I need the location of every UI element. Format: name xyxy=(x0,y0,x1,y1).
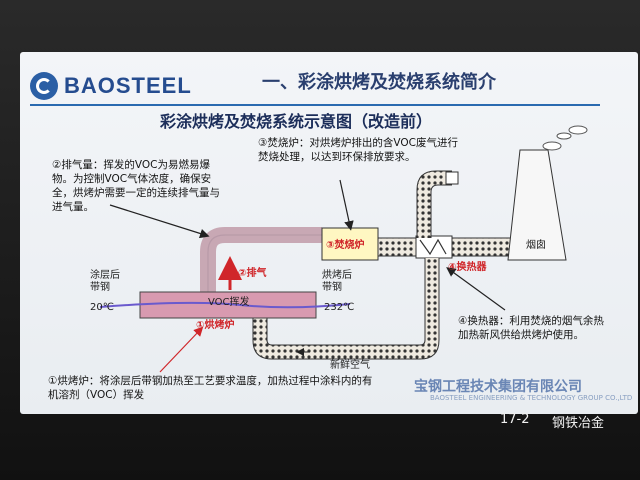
smoke-puff xyxy=(542,141,562,151)
note-oven: ①烘烤炉：将涂层后带钢加热至工艺要求温度，加热过程中涂料内的有机溶剂（VOC）挥… xyxy=(48,375,373,401)
tag-exhaust: ②排气 xyxy=(238,268,267,279)
baosteel-logo-icon xyxy=(30,72,58,100)
pointer-arrow-oven xyxy=(159,326,204,373)
tag-exchanger: ④换热器 xyxy=(448,262,487,273)
note-heat-exchanger: ④换热器：利用焚烧的烟气余热加热新风供给烘烤炉使用。 xyxy=(458,315,604,341)
label-chimney: 烟囱 xyxy=(526,240,546,251)
chimney xyxy=(507,149,567,261)
incinerator-box xyxy=(321,227,379,261)
flue-loop xyxy=(417,171,446,238)
diagram-title: 彩涂烘烤及焚烧系统示意图（改造前） xyxy=(160,112,433,131)
label-voc: VOC挥发 xyxy=(208,297,250,308)
label-after-strip: 烘烤后带钢 xyxy=(322,270,352,293)
label-before-strip: 涂层后带钢 xyxy=(90,270,120,293)
note-exhaust: ②排气量：挥发的VOC为易燃易爆物。为控制VOC气体浓度，确保安全，烘烤炉需要一… xyxy=(52,159,220,213)
label-before-temp: 20℃ xyxy=(90,302,114,313)
exhaust-duct xyxy=(200,227,322,292)
fresh-air-pipe xyxy=(253,258,439,359)
baosteel-logo: BAOSTEEL xyxy=(30,72,192,100)
section-title: 一、彩涂烘烤及焚烧系统简介 xyxy=(262,72,496,93)
smoke-puff xyxy=(556,132,572,140)
pointer-arrow-exhaust xyxy=(109,204,210,239)
photo-stamp: 17-2 xyxy=(500,412,530,427)
pointer-arrow-exchanger xyxy=(446,267,506,311)
label-after-temp: 232℃ xyxy=(324,302,355,313)
duct-to-exchanger xyxy=(377,237,419,257)
duct-to-chimney xyxy=(451,237,517,257)
watermark: 钢铁冶金 xyxy=(552,416,605,431)
tag-incinerator: ③焚烧炉 xyxy=(326,240,365,251)
footer-company-en: BAOSTEEL ENGINEERING & TECHNOLOGY GROUP … xyxy=(430,394,633,402)
pointer-arrow-incinerator xyxy=(339,179,354,231)
oven-box xyxy=(139,291,317,319)
strip-line xyxy=(99,301,351,309)
note-incinerator: ③焚烧炉：对烘烤炉排出的含VOC废气进行焚烧处理，以达到环保排放要求。 xyxy=(258,137,459,163)
smoke-puff xyxy=(568,125,588,135)
tag-oven: ①烘烤炉 xyxy=(196,320,235,331)
label-fresh-air: 新鲜空气 xyxy=(330,360,370,371)
title-divider xyxy=(30,104,600,106)
logo-text: BAOSTEEL xyxy=(64,73,192,98)
footer-company: 宝钢工程技术集团有限公司 xyxy=(414,379,582,395)
